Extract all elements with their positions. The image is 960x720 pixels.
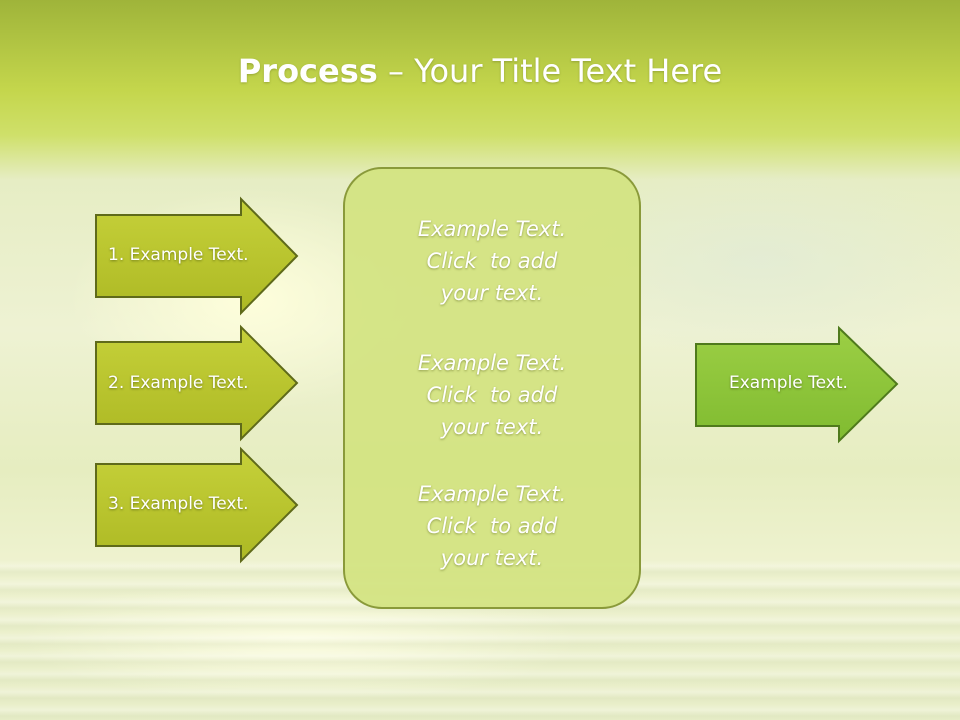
center-block-3-line-2: Click to add [426,514,558,538]
input-arrow-1-label: 1. Example Text. [108,245,249,265]
center-text-block-1[interactable]: Example Text. Click to add your text. [346,213,638,309]
center-block-1-line-3: your text. [440,281,544,305]
center-block-1-line-1: Example Text. [417,217,567,241]
title-rest: – Your Title Text Here [377,52,723,90]
output-arrow[interactable] [695,325,899,444]
title-bold: Process [237,52,378,90]
center-block-2-line-1: Example Text. [417,351,567,375]
center-box[interactable] [343,167,641,609]
center-block-3-line-3: your text. [440,546,544,570]
input-arrow-3[interactable] [95,446,299,564]
center-block-3-line-1: Example Text. [417,482,567,506]
input-arrow-2[interactable] [95,324,299,442]
input-arrow-3-label: 3. Example Text. [108,494,249,514]
slide-title[interactable]: Process – Your Title Text Here [0,52,960,90]
center-block-2-line-2: Click to add [426,383,558,407]
input-arrow-2-label: 2. Example Text. [108,373,249,393]
output-arrow-label: Example Text. [729,373,848,393]
center-block-1-line-2: Click to add [426,249,558,273]
input-arrow-1[interactable] [95,196,299,316]
center-text-block-2[interactable]: Example Text. Click to add your text. [346,347,638,443]
center-text-block-3[interactable]: Example Text. Click to add your text. [346,478,638,574]
center-block-2-line-3: your text. [440,415,544,439]
